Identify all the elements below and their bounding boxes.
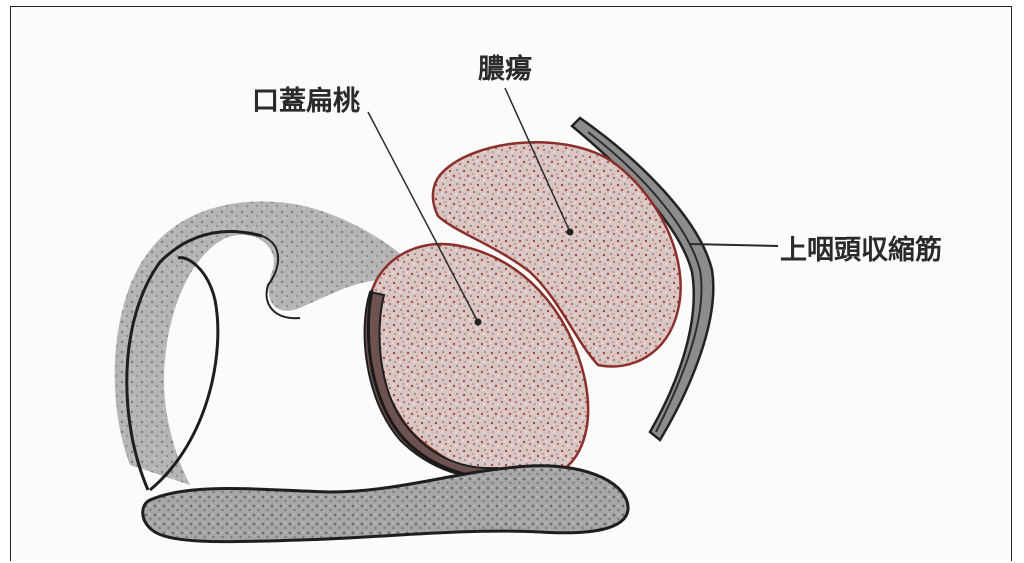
pointer-dot-abscess xyxy=(567,229,574,236)
label-superior-constrictor: 上咽頭収縮筋 xyxy=(780,234,942,266)
pointer-dot-tonsil xyxy=(475,319,482,326)
label-palatine-tonsil: 口蓋扁桃 xyxy=(252,86,360,117)
tongue-base xyxy=(143,466,628,542)
label-abscess: 膿瘍 xyxy=(478,53,532,85)
palatal-arch-tissue xyxy=(115,201,405,485)
